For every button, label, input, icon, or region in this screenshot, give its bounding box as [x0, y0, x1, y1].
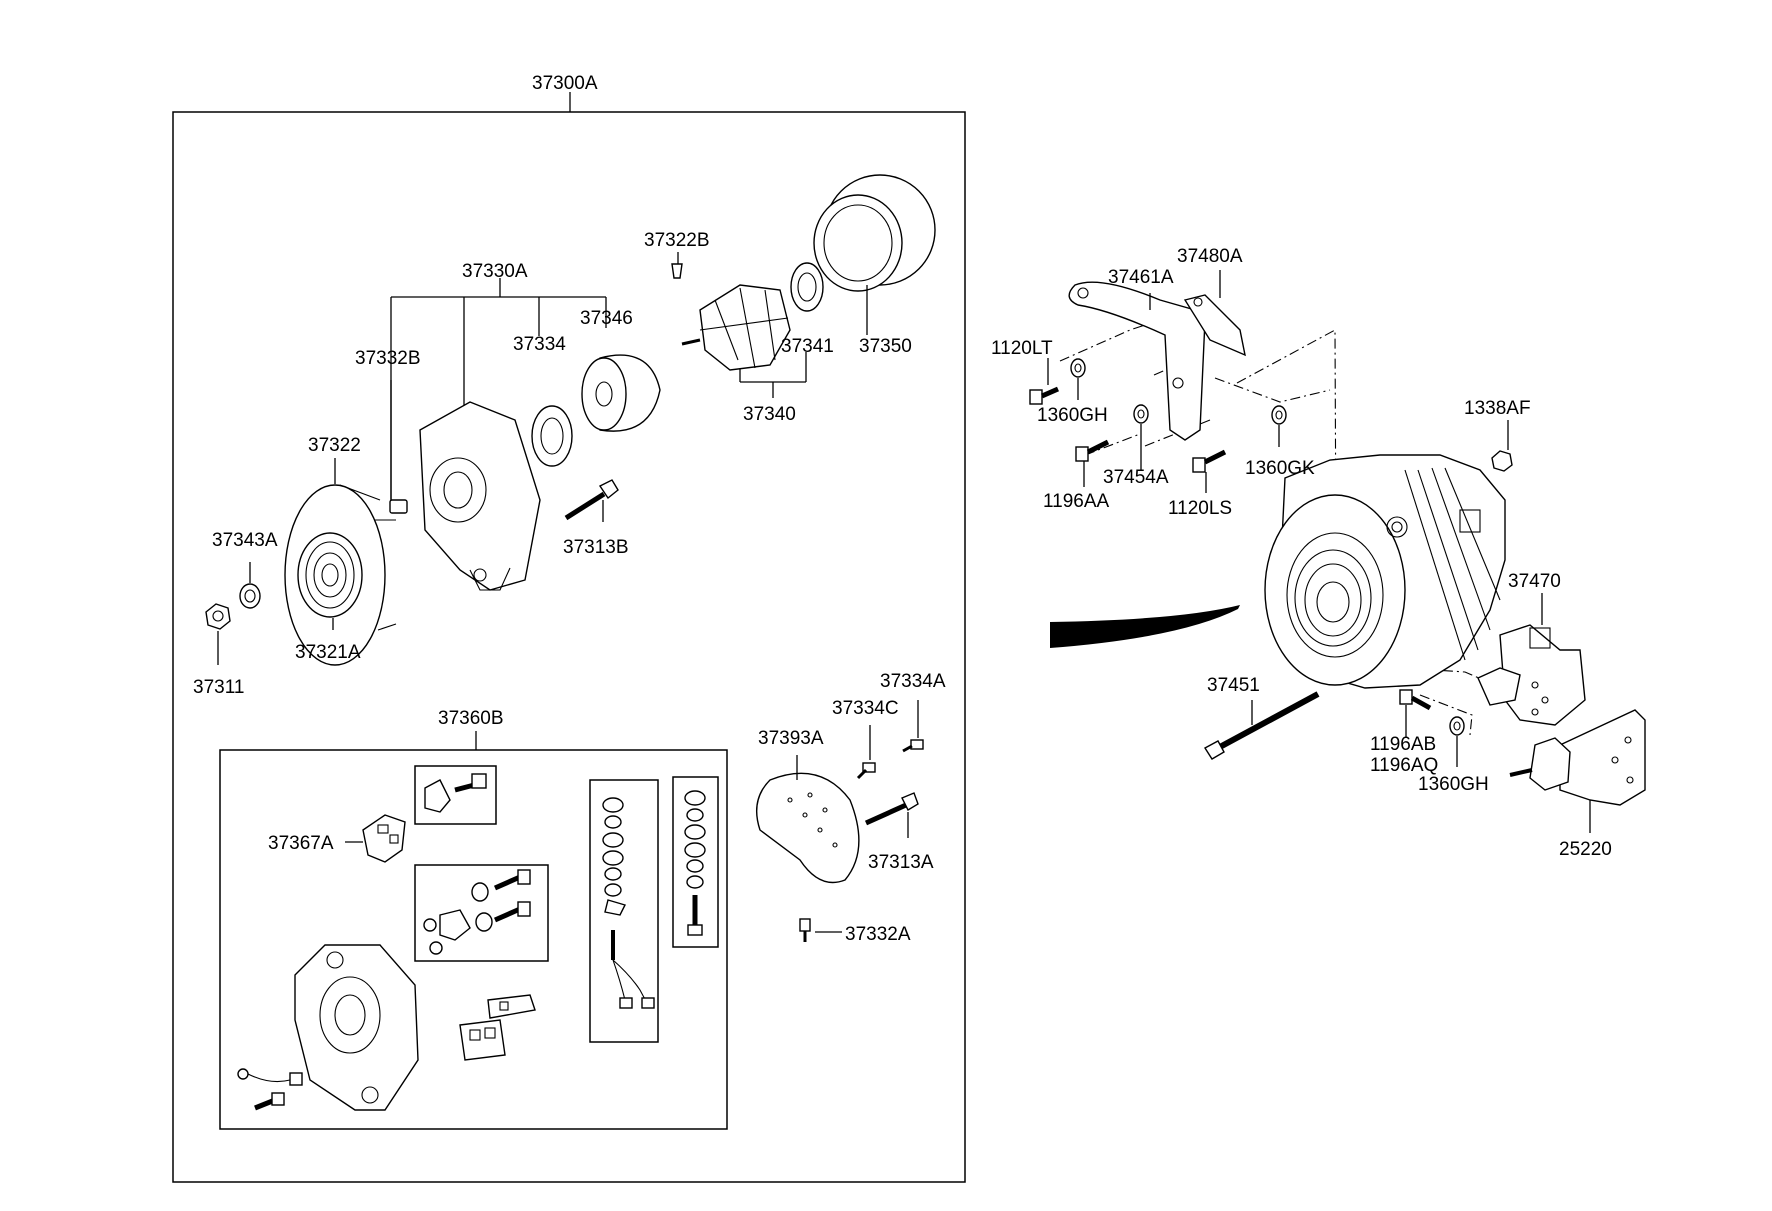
brush-holder-37367A[interactable] [362, 814, 406, 863]
label-37480A[interactable]: 37480A [1177, 246, 1243, 267]
kit-box-3[interactable] [589, 779, 659, 1043]
washer-1360GH-bottom[interactable] [1449, 716, 1465, 736]
label-25220[interactable]: 25220 [1559, 839, 1612, 860]
label-1360GH-top[interactable]: 1360GH [1037, 405, 1108, 426]
washer-37454A[interactable] [1133, 404, 1149, 424]
label-37322B[interactable]: 37322B [644, 230, 710, 251]
label-37454A[interactable]: 37454A [1103, 467, 1169, 488]
rotor-sub-label[interactable]: 37340 [743, 404, 796, 425]
key-37322B[interactable] [671, 263, 683, 279]
subassembly-frame [219, 749, 728, 1130]
bolt-37332B[interactable] [389, 499, 408, 514]
label-37322[interactable]: 37322 [308, 435, 361, 456]
kit-box-2-parts [423, 869, 531, 955]
bolt-1120LS[interactable] [1192, 449, 1227, 473]
kit-box-4[interactable] [672, 776, 719, 948]
label-37311[interactable]: 37311 [193, 677, 244, 698]
front-bracket[interactable] [419, 401, 541, 591]
spacer-37346[interactable] [581, 354, 661, 432]
bolt-37334C[interactable] [856, 762, 876, 780]
label-1196AB[interactable]: 1196AB [1370, 734, 1436, 755]
bolt-1120LT[interactable] [1029, 386, 1060, 405]
label-37367A[interactable]: 37367A [268, 833, 334, 854]
bracket-37470[interactable] [1477, 624, 1586, 726]
label-1196AA[interactable]: 1196AA [1043, 491, 1110, 512]
cover-37393A[interactable] [756, 772, 860, 884]
assembly-label[interactable]: 37300A [532, 73, 598, 94]
label-37334[interactable]: 37334 [513, 334, 566, 355]
kit-box-4-parts [684, 790, 706, 936]
label-37461A[interactable]: 37461A [1108, 267, 1174, 288]
bolt-37313B[interactable] [564, 479, 619, 521]
label-37393A[interactable]: 37393A [758, 728, 824, 749]
bearing-37334[interactable] [531, 405, 573, 467]
kit-box-3-parts [602, 797, 655, 1009]
bolt-37332A[interactable] [799, 918, 811, 942]
label-37470[interactable]: 37470 [1508, 571, 1561, 592]
label-1338AF[interactable]: 1338AF [1464, 398, 1531, 419]
kit-box-2[interactable] [414, 864, 549, 962]
label-37313B[interactable]: 37313B [563, 537, 629, 558]
label-37346[interactable]: 37346 [580, 308, 633, 329]
subassembly-label[interactable]: 37360B [438, 708, 504, 729]
label-37350[interactable]: 37350 [859, 336, 912, 357]
alternator-assembly[interactable] [1264, 454, 1506, 689]
bracket-25220[interactable] [1509, 709, 1646, 806]
label-37451[interactable]: 37451 [1207, 675, 1260, 696]
kit-box-1[interactable] [414, 765, 497, 825]
label-37341[interactable]: 37341 [781, 336, 834, 357]
bolt-37451[interactable] [1204, 691, 1320, 760]
bracket-37480A[interactable] [1183, 294, 1246, 357]
label-1360GK[interactable]: 1360GK [1245, 458, 1315, 479]
label-1196AQ[interactable]: 1196AQ [1370, 755, 1438, 776]
label-1120LS[interactable]: 1120LS [1168, 498, 1232, 519]
bolt-37313A[interactable] [864, 792, 919, 826]
bolt-1196AA[interactable] [1075, 439, 1110, 462]
rear-bracket[interactable] [294, 944, 419, 1111]
pulley-37321A[interactable] [297, 532, 363, 618]
label-37332A[interactable]: 37332A [845, 924, 911, 945]
label-37334A[interactable]: 37334A [880, 671, 946, 692]
wire-terminal[interactable] [237, 1068, 303, 1111]
direction-arrow [1050, 605, 1240, 648]
rotor-group-label[interactable]: 37330A [462, 261, 528, 282]
label-37313A[interactable]: 37313A [868, 852, 934, 873]
bearing-37341[interactable] [790, 262, 824, 312]
bolt-37334A[interactable] [902, 739, 924, 753]
terminal-parts[interactable] [459, 994, 536, 1061]
label-37332B[interactable]: 37332B [355, 348, 421, 369]
label-37334C[interactable]: 37334C [832, 698, 899, 719]
stator-37350[interactable] [813, 174, 936, 292]
washer-1360GH-top[interactable] [1070, 358, 1086, 378]
washer-37343A[interactable] [239, 583, 261, 609]
assembly-frame [172, 111, 966, 1183]
bolt-1196AB[interactable] [1399, 689, 1432, 711]
nut-1338AF[interactable] [1491, 450, 1513, 472]
label-37321A[interactable]: 37321A [295, 642, 361, 663]
washer-1360GK[interactable] [1271, 405, 1287, 425]
label-1120LT[interactable]: 1120LT [991, 338, 1053, 359]
kit-box-1-parts [424, 773, 487, 813]
bracket-37461A[interactable] [1068, 281, 1206, 441]
label-37343A[interactable]: 37343A [212, 530, 278, 551]
label-1360GH-bottom[interactable]: 1360GH [1418, 774, 1489, 795]
rotor-37340[interactable] [681, 284, 791, 371]
nut-37311[interactable] [205, 603, 231, 630]
